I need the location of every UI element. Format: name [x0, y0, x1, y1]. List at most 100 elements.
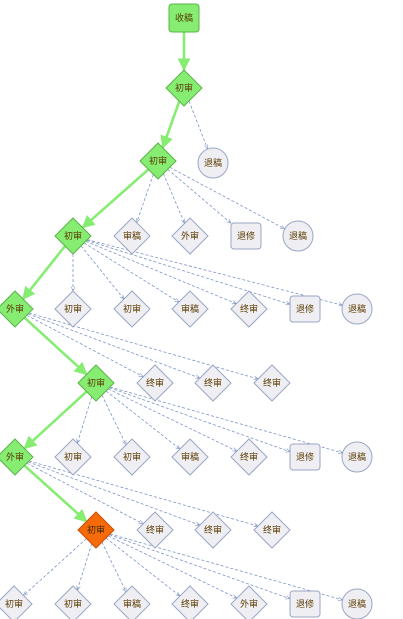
node-n22[interactable]: 初审 — [113, 438, 151, 476]
node-n25[interactable]: 退修 — [289, 443, 321, 471]
edge-n16-n23 — [105, 390, 180, 449]
edge-n16-n26 — [109, 386, 343, 453]
node-n0[interactable]: 收稿 — [168, 3, 200, 33]
node-n3[interactable]: 初审 — [139, 142, 177, 180]
node-label: 初审 — [149, 155, 167, 167]
node-shape-diamond — [0, 290, 34, 328]
edge-n4-n13 — [85, 240, 237, 303]
node-n10[interactable]: 初审 — [54, 290, 92, 328]
node-n8[interactable]: 退稿 — [282, 220, 314, 252]
node-label: 退稿 — [289, 230, 307, 242]
node-label: 初审 — [5, 598, 23, 610]
node-shape-rect — [289, 443, 321, 471]
node-shape-diamond — [253, 511, 291, 549]
node-label: 退修 — [296, 303, 314, 315]
node-label: 终审 — [146, 377, 164, 389]
node-n34[interactable]: 终审 — [171, 585, 209, 619]
node-n16[interactable]: 初审 — [77, 364, 115, 402]
edge-n1-n2 — [188, 100, 208, 149]
edge-n4-n15 — [87, 239, 342, 306]
node-n30[interactable]: 终审 — [253, 511, 291, 549]
node-n35[interactable]: 外审 — [230, 585, 268, 619]
node-label: 终审 — [240, 303, 258, 315]
node-shape-diamond — [171, 217, 209, 255]
node-n28[interactable]: 终审 — [136, 511, 174, 549]
node-n14[interactable]: 退修 — [289, 295, 321, 323]
node-n24[interactable]: 终审 — [230, 438, 268, 476]
node-shape-diamond — [54, 438, 92, 476]
node-shape-diamond — [194, 364, 232, 402]
node-shape-diamond — [230, 585, 268, 619]
node-shape-diamond — [139, 142, 177, 180]
node-shape-rect — [230, 222, 262, 250]
node-label: 终审 — [263, 524, 281, 536]
node-n5[interactable]: 审稿 — [113, 217, 151, 255]
node-n13[interactable]: 终审 — [230, 290, 268, 328]
node-shape-diamond — [194, 511, 232, 549]
node-n15[interactable]: 退稿 — [341, 293, 373, 325]
node-n23[interactable]: 审稿 — [171, 438, 209, 476]
node-label: 退稿 — [348, 598, 366, 610]
node-n27[interactable]: 初审 — [77, 511, 115, 549]
node-n4[interactable]: 初审 — [54, 217, 92, 255]
node-n21[interactable]: 初审 — [54, 438, 92, 476]
node-shape-diamond — [77, 511, 115, 549]
node-n31[interactable]: 初审 — [0, 585, 33, 619]
node-shape-diamond — [0, 585, 33, 619]
edge-n20-n30 — [28, 460, 258, 526]
node-shape-circle — [282, 220, 314, 252]
edge-n4-n12 — [83, 242, 179, 302]
node-n36[interactable]: 退修 — [289, 590, 321, 618]
node-label: 审稿 — [181, 451, 199, 463]
node-n11[interactable]: 初审 — [113, 290, 151, 328]
node-n32[interactable]: 初审 — [54, 585, 92, 619]
edge-n3-n5 — [137, 174, 154, 222]
node-n19[interactable]: 终审 — [253, 364, 291, 402]
node-label: 终审 — [263, 377, 281, 389]
node-n9[interactable]: 外审 — [0, 290, 34, 328]
node-n2[interactable]: 退稿 — [197, 147, 229, 179]
node-shape-diamond — [113, 585, 151, 619]
node-label: 初审 — [123, 451, 141, 463]
edges-layer — [21, 32, 343, 600]
node-n18[interactable]: 终审 — [194, 364, 232, 402]
node-label: 审稿 — [123, 230, 141, 242]
node-n26[interactable]: 退稿 — [341, 441, 373, 473]
edge-n16-n22 — [101, 394, 127, 445]
edge-n3-n7 — [167, 168, 231, 223]
node-n12[interactable]: 审稿 — [171, 290, 209, 328]
node-label: 初审 — [123, 303, 141, 315]
node-label: 外审 — [181, 230, 199, 242]
edge-n16-n21 — [77, 396, 93, 444]
node-label: 退修 — [237, 230, 255, 242]
node-label: 初审 — [64, 598, 82, 610]
node-shape-diamond — [230, 290, 268, 328]
node-n1[interactable]: 初审 — [165, 69, 203, 107]
edge-n20-n27 — [23, 464, 88, 523]
node-label: 退稿 — [204, 157, 222, 169]
node-label: 外审 — [6, 451, 24, 463]
node-shape-circle — [197, 147, 229, 179]
node-label: 初审 — [175, 82, 193, 94]
edge-n20-n28 — [26, 462, 143, 525]
edge-n4-n9 — [21, 245, 67, 300]
node-label: 初审 — [64, 451, 82, 463]
node-n29[interactable]: 终审 — [194, 511, 232, 549]
edge-n3-n8 — [169, 166, 285, 230]
node-n7[interactable]: 退修 — [230, 222, 262, 250]
node-n17[interactable]: 终审 — [136, 364, 174, 402]
node-shape-diamond — [136, 511, 174, 549]
node-label: 终审 — [204, 524, 222, 536]
edge-n9-n16 — [23, 316, 88, 376]
edge-n27-n37 — [109, 533, 343, 600]
edge-n4-n14 — [86, 239, 290, 304]
node-n6[interactable]: 外审 — [171, 217, 209, 255]
node-shape-diamond — [113, 290, 151, 328]
node-n37[interactable]: 退稿 — [341, 588, 373, 619]
node-n20[interactable]: 外审 — [0, 438, 34, 476]
edge-n27-n33 — [101, 541, 127, 592]
node-label: 外审 — [240, 598, 258, 610]
node-shape-circle — [341, 441, 373, 473]
node-n33[interactable]: 审稿 — [113, 585, 151, 619]
